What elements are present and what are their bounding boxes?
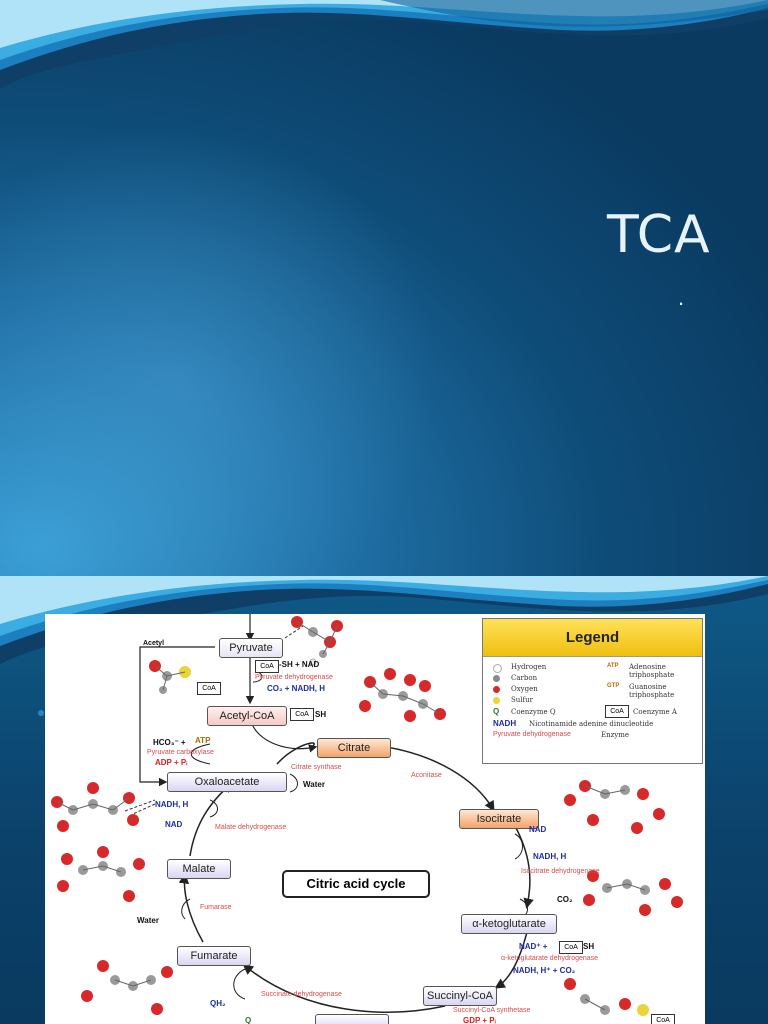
atp-label: ATP (195, 736, 211, 745)
compound-acetyl-coa: Acetyl-CoA (207, 706, 287, 726)
coenzyme-q-icon: Q (493, 707, 500, 716)
sh-label: SH (315, 710, 327, 719)
acetyl-label: Acetyl (143, 640, 165, 647)
molecule-acetyl (149, 660, 191, 694)
legend-panel: Legend Hydrogen Carbon Oxygen Sulfur Q C… (482, 618, 703, 764)
adp-pi-label: ADP + Pᵢ (155, 758, 188, 767)
molecule-fumarate (81, 960, 173, 1015)
enzyme-akg-dehydrogenase: α-ketoglutarate dehydrogenase (501, 955, 599, 962)
sh-label: SH (583, 942, 595, 951)
compound-pyruvate: Pyruvate (219, 638, 283, 658)
enzyme-aconitase: Aconitase (411, 772, 442, 779)
enzyme-citrate-synthase: Citrate synthase (291, 764, 342, 771)
gdp-pi-label: GDP + Pᵢ (463, 1016, 496, 1024)
enzyme-succinate-dehydrogenase: Succinate dehydrogenase (261, 991, 342, 998)
hco3-label: HCO₃⁻ + (153, 738, 186, 747)
enzyme-example: Pyruvate dehydrogenase (493, 731, 571, 738)
molecule-pyruvate (291, 616, 343, 666)
compound-oxaloacetate: Oxaloacetate (167, 772, 287, 792)
legend-coenzyme-a: Coenzyme A (633, 708, 677, 716)
nadh-h-label: NADH, H (155, 800, 189, 809)
molecule-alpha-ketoglutarate (583, 870, 683, 916)
nad-plus-label: NAD⁺ + (519, 942, 548, 951)
cycle-title: Citric acid cycle (282, 870, 430, 898)
nad-label: NAD (529, 825, 547, 834)
coa-sh-nad-label: -SH + NAD (279, 660, 320, 669)
legend-carbon: Carbon (511, 674, 538, 682)
compound-succinyl-coa: Succinyl-CoA (423, 986, 497, 1006)
nad-label: NAD (165, 820, 183, 829)
legend-enzyme: Enzyme (601, 731, 630, 739)
coa-icon: CoA (605, 705, 629, 718)
enzyme-isocitrate-dehydrogenase: Isocitrate dehydrogenase (521, 868, 600, 875)
water-label: Water (303, 780, 325, 789)
slide-title: TCA (607, 205, 711, 265)
compound-malate: Malate (167, 859, 231, 879)
compound-fumarate: Fumarate (177, 946, 251, 966)
citric-acid-cycle-diagram: Pyruvate Acetyl-CoA Citrate Isocitrate α… (45, 614, 705, 1024)
enzyme-succinyl-coa-synthetase: Succinyl-CoA synthetase (453, 1007, 531, 1014)
atp-icon: ATP (607, 663, 619, 669)
nadh-icon: NADH (493, 719, 517, 728)
bullet-dot (38, 710, 44, 716)
oxygen-icon (493, 686, 500, 693)
enzyme-pyruvate-carboxylase: Pyruvate carboxylase (147, 749, 214, 756)
sulfur-icon (493, 697, 500, 704)
molecule-malate (57, 846, 145, 902)
compound-citrate: Citrate (317, 738, 391, 758)
coa-box: CoA (559, 941, 583, 954)
compound-alpha-ketoglutarate: α-ketoglutarate (461, 914, 557, 934)
qh2-label: QH₂ (210, 999, 226, 1008)
background-glow (0, 120, 440, 576)
molecule-citrate (359, 668, 446, 722)
top-wave-decoration (0, 576, 768, 664)
slide-subtitle: . (678, 285, 685, 310)
legend-hydrogen: Hydrogen (511, 663, 547, 671)
compound-succinate-partial (315, 1014, 389, 1024)
carbon-icon (493, 675, 500, 682)
hydrogen-icon (493, 664, 502, 673)
coa-box: CoA (290, 708, 314, 721)
nadh-h-label: NADH, H (533, 852, 567, 861)
coa-box: CoA (197, 682, 221, 695)
enzyme-pyruvate-dehydrogenase: Pyruvate dehydrogenase (255, 674, 333, 681)
coa-box: CoA (255, 660, 279, 673)
legend-atp: Adenosine triphosphate (629, 663, 675, 679)
molecule-isocitrate (564, 780, 665, 834)
legend-gtp: Guanosine triphosphate (629, 683, 675, 699)
co2-label: CO₂ (557, 895, 573, 904)
enzyme-malate-dehydrogenase: Malate dehydrogenase (215, 824, 287, 831)
coa-box: CoA (651, 1014, 675, 1024)
title-slide: TCA . (0, 0, 768, 576)
legend-oxygen: Oxygen (511, 685, 538, 693)
molecule-oxaloacetate (51, 782, 139, 832)
gtp-icon: GTP (607, 683, 620, 689)
compound-isocitrate: Isocitrate (459, 809, 539, 829)
legend-title: Legend (483, 619, 702, 657)
legend-nadh: Nicotinamide adenine dinucleotide (529, 720, 654, 728)
nadh-co2-label: NADH, H⁺ + CO₂ (513, 966, 576, 975)
legend-sulfur: Sulfur (511, 696, 533, 704)
cycle-arrows (51, 614, 683, 1016)
co2-nadh-label: CO₂ + NADH, H (267, 684, 326, 693)
enzyme-fumarase: Fumarase (200, 904, 232, 911)
top-wave-decoration (0, 0, 768, 88)
legend-coenzyme-q: Coenzyme Q (511, 708, 556, 716)
q-label: Q (245, 1016, 252, 1024)
molecule-succinyl-coa (564, 978, 649, 1016)
diagram-slide: Pyruvate Acetyl-CoA Citrate Isocitrate α… (0, 576, 768, 1024)
water-label: Water (137, 916, 159, 925)
